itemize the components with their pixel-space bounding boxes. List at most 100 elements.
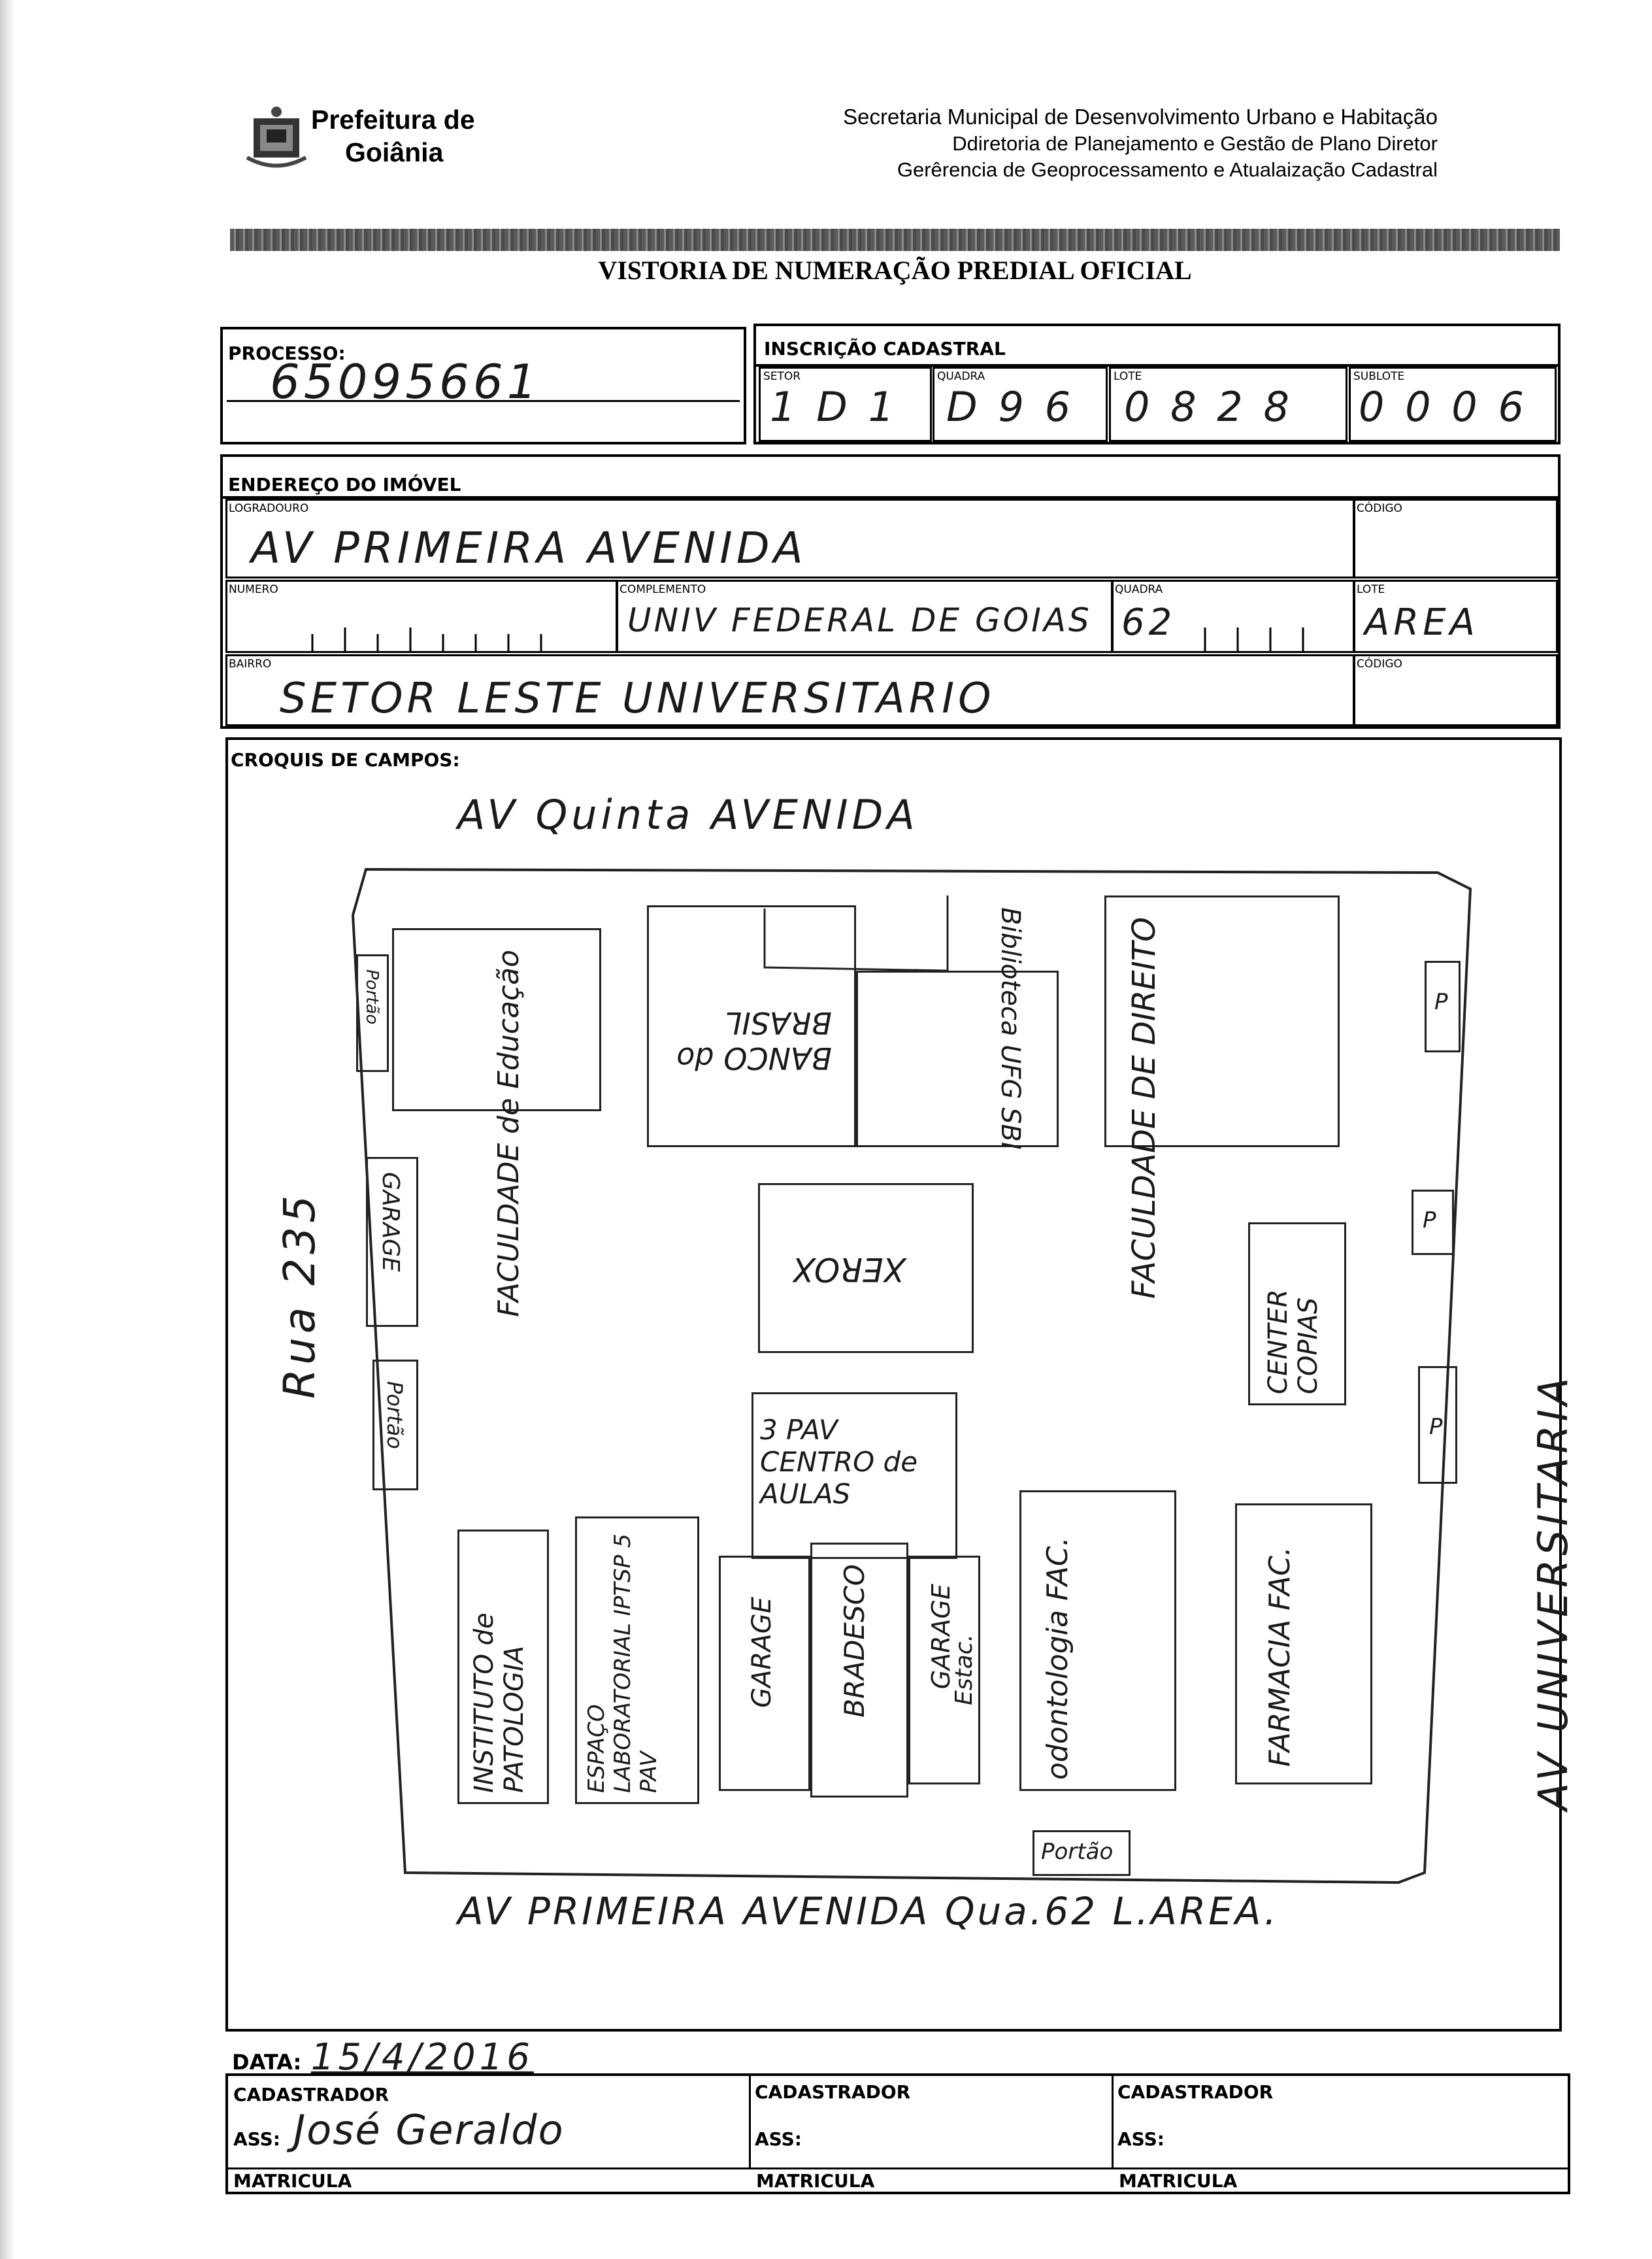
building-garage2: GARAGE (908, 1556, 980, 1784)
sublote-cell: SUBLOTE 0 0 0 6 (1349, 367, 1557, 442)
croquis-box: CROQUIS DE CAMPOS: (225, 737, 1562, 2032)
codigo2-label: CÓDIGO (1357, 658, 1402, 671)
codigo-cell: CÓDIGO (1353, 499, 1558, 578)
quadra-tick-marks (1204, 628, 1304, 651)
numero-cell: NUMERO (225, 580, 618, 653)
quadra-end-cell: QUADRA 62 (1112, 580, 1355, 653)
logradouro-cell: LOGRADOURO AV PRIMEIRA AVENIDA (225, 499, 1355, 578)
logradouro-label: LOGRADOURO (229, 502, 309, 515)
logo-block: Prefeitura de Goiânia (240, 98, 502, 176)
data-row: DATA: 15/4/2016 (232, 2036, 534, 2079)
ass-2-label: ASS: (755, 2128, 802, 2150)
street-top: AV Quinta AVENIDA (457, 791, 919, 839)
logo-line2: Goiânia (345, 137, 444, 167)
org-line1: Secretaria Municipal de Desenvolvimento … (843, 105, 1438, 129)
portao-bottom: Portão (1032, 1830, 1131, 1876)
lote-value: 0 8 2 8 (1124, 383, 1293, 431)
codigo-label: CÓDIGO (1357, 502, 1402, 515)
header-banner (230, 229, 1560, 251)
complemento-cell: COMPLEMENTO UNIV FEDERAL DE GOIAS (616, 580, 1113, 653)
setor-value: 1 D 1 (770, 383, 899, 431)
xerox-label: XEROX (793, 1250, 906, 1288)
parking-right-2-label: P (1423, 1207, 1436, 1233)
cadastrador-2-label: CADASTRADOR (755, 2081, 911, 2103)
inscricao-box: INSCRIÇÃO CADASTRAL SETOR 1 D 1 QUADRA D… (753, 324, 1561, 444)
processo-label: PROCESSO: (228, 343, 346, 364)
building-banco: BANCO do BRASIL (647, 905, 856, 1147)
portao-left-1: Portão (356, 954, 389, 1072)
building-centro-aulas: 3 PAV CENTRO de AULAS (752, 1392, 957, 1559)
biblioteca-label: Biblioteca UFG SBI (995, 907, 1025, 1150)
codigo2-cell: CÓDIGO (1353, 654, 1558, 726)
garage-left-label: GARAGE (377, 1172, 404, 1272)
bradesco-label: BRADESCO (838, 1564, 870, 1718)
patologia-label: INSTITUTO de PATOLOGIA (469, 1613, 529, 1793)
centro-aulas-label: 3 PAV CENTRO de AULAS (760, 1414, 918, 1510)
data-label: DATA: (232, 2050, 302, 2075)
street-right: AV UNIVERSITARIA (1529, 1373, 1577, 1811)
building-center: CENTER COPIAS (1248, 1222, 1346, 1405)
lote-end-cell: LOTE AREA (1353, 580, 1558, 653)
logo-line1: Prefeitura de (311, 105, 475, 135)
ass-1-value: José Geraldo (293, 2106, 565, 2154)
ass-1-label: ASS: (233, 2128, 280, 2150)
inscricao-label: INSCRIÇÃO CADASTRAL (764, 338, 1006, 360)
building-educacao: FACULDADE de Educação (392, 928, 601, 1317)
bairro-value: SETOR LESTE UNIVERSITARIO (280, 675, 995, 723)
building-odontologia: odontologia FAC. (1019, 1490, 1176, 1791)
numero-label: NUMERO (229, 583, 278, 596)
parking-right-1: P (1425, 961, 1461, 1052)
center-label: CENTER COPIAS (1263, 1289, 1323, 1394)
banco-label: BANCO do BRASIL (676, 1005, 832, 1076)
building-biblioteca: Biblioteca UFG SBI (856, 907, 1059, 1150)
org-block: Secretaria Municipal de Desenvolvimento … (771, 103, 1438, 183)
data-value: 15/4/2016 (310, 2036, 534, 2079)
inscricao-divider (756, 364, 1558, 367)
building-xerox: XEROX (758, 1183, 974, 1353)
quadra-label: QUADRA (937, 370, 985, 383)
bairro-cell: BAIRRO SETOR LESTE UNIVERSITARIO (225, 654, 1355, 726)
bairro-label: BAIRRO (229, 658, 272, 671)
portao-bottom-label: Portão (1041, 1839, 1114, 1865)
matricula-2-label: MATRICULA (756, 2170, 875, 2192)
educacao-label: FACULDADE de Educação (492, 950, 525, 1317)
coat-of-arms-icon (246, 107, 307, 168)
garage-left: GARAGE (366, 1157, 418, 1327)
portao-left-1-label: Portão (362, 969, 382, 1025)
garage1-label: GARAGE (747, 1597, 777, 1708)
building-patologia: INSTITUTO de PATOLOGIA (457, 1530, 549, 1804)
cadastrador-box: CADASTRADOR ASS: José Geraldo CADASTRADO… (225, 2073, 1570, 2194)
espaco-label: ESPAÇO LABORATORIAL IPTSP 5 PAV (584, 1533, 662, 1793)
cadastrador-col-2: CADASTRADOR ASS: (751, 2076, 1114, 2167)
parking-right-2: P (1412, 1190, 1454, 1255)
quadra-cell: QUADRA D 9 6 (933, 367, 1108, 442)
endereco-label: ENDEREÇO DO IMÓVEL (228, 474, 461, 495)
lote-end-value: AREA (1364, 601, 1479, 644)
parking-right-3-label: P (1429, 1414, 1443, 1440)
cadastrador-3-label: CADASTRADOR (1117, 2081, 1274, 2103)
building-bradesco: BRADESCO (810, 1543, 908, 1798)
portao-left-2: Portão (372, 1360, 418, 1490)
quadra-value: D 9 6 (946, 383, 1075, 431)
building-farmacia: FARMACIA FAC. (1235, 1503, 1372, 1784)
building-garage1: GARAGE (719, 1556, 810, 1791)
odontologia-label: odontologia FAC. (1041, 1537, 1074, 1780)
sublote-value: 0 0 0 6 (1359, 383, 1528, 431)
direito-label: FACULDADE DE DIREITO (1126, 917, 1163, 1299)
setor-label: SETOR (763, 370, 801, 383)
street-left: Rua 235 (274, 1191, 325, 1399)
endereco-box: ENDEREÇO DO IMÓVEL LOGRADOURO AV PRIMEIR… (220, 454, 1561, 729)
logradouro-value: AV PRIMEIRA AVENIDA (251, 523, 807, 573)
building-direito: FACULDADE DE DIREITO (1104, 895, 1340, 1299)
processo-underline (227, 400, 740, 402)
quadra-end-value: 62 (1121, 601, 1176, 644)
croquis-label: CROQUIS DE CAMPOS: (231, 749, 460, 771)
endereco-divider (223, 496, 1558, 499)
cadastrador-col-3: CADASTRADOR ASS: (1114, 2076, 1568, 2167)
street-bottom: AV PRIMEIRA AVENIDA Qua.62 L.AREA. (457, 1889, 1280, 1933)
org-line2: Ddiretoria de Planejamento e Gestão de P… (952, 132, 1438, 155)
scan-shadow (0, 0, 14, 2259)
complemento-label: COMPLEMENTO (620, 583, 706, 596)
matricula-1-label: MATRICULA (233, 2170, 352, 2192)
org-line3: Gerêrencia de Geoprocessamento e Atualai… (897, 158, 1438, 181)
